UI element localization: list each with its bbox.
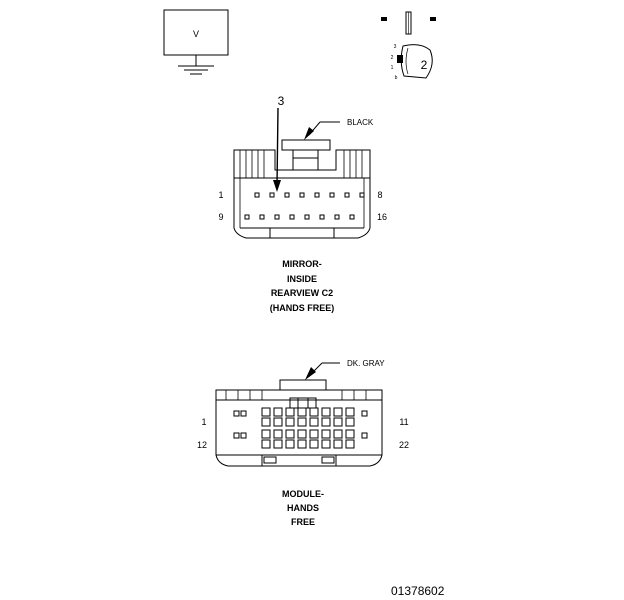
pin-cavity — [269, 192, 275, 198]
probe-assembly: 2 3 2 1 b — [381, 11, 436, 81]
probe-tip-left — [381, 17, 387, 21]
pin-cavity — [285, 429, 295, 439]
pin-cavity — [345, 407, 355, 417]
pin-cavity — [334, 214, 340, 220]
pin-cavity — [259, 214, 265, 220]
pin-cavity — [285, 439, 295, 449]
color-callout-arrowhead — [305, 367, 316, 380]
pin-cavity — [321, 417, 331, 427]
probe-tip-right — [430, 17, 436, 21]
pin-cavity — [285, 407, 295, 417]
pointer-arrowhead — [273, 180, 281, 192]
pin-cavity — [349, 214, 355, 220]
connector-c2: 3 BLACK — [218, 94, 387, 313]
locking-tab — [279, 379, 327, 391]
pin-cavity — [345, 417, 355, 427]
pin-cavity — [333, 407, 343, 417]
probe-pin-mark: 1 — [391, 65, 394, 71]
pin-cavity — [319, 214, 325, 220]
pin-cavity — [240, 410, 247, 417]
meter-display: V — [193, 29, 199, 39]
pin-label-bottom-left: 9 — [218, 212, 223, 222]
caption-line: FREE — [291, 517, 315, 527]
pin-cavity — [344, 192, 350, 198]
connector-color: DK. GRAY — [347, 359, 385, 368]
pin-cavity — [261, 439, 271, 449]
pin-cavity — [261, 429, 271, 439]
pin-cavity — [273, 417, 283, 427]
pin-cavity — [333, 439, 343, 449]
probe-pin-mark: 3 — [394, 44, 397, 50]
figure-id: 01378602 — [391, 584, 445, 598]
pin-label-top-right: 8 — [377, 190, 382, 200]
pin-cavity — [261, 417, 271, 427]
pin-cavity — [304, 214, 310, 220]
pin-label-bottom-right: 22 — [399, 440, 409, 450]
pin-cavity — [273, 407, 283, 417]
caption-line: MODULE- — [282, 489, 324, 499]
pin-cavity — [309, 407, 319, 417]
probe-pin-mark: b — [395, 75, 398, 81]
pin-cavity — [297, 417, 307, 427]
probe-number: 2 — [421, 58, 428, 72]
pin-cavity — [333, 429, 343, 439]
pin-cavity — [314, 192, 320, 198]
probe-contact — [397, 55, 403, 63]
caption-line: INSIDE — [287, 274, 317, 284]
pin-cavity — [289, 214, 295, 220]
pin-cavity — [309, 439, 319, 449]
pin-cavity — [274, 214, 280, 220]
pin-cavity — [309, 417, 319, 427]
caption-line: REARVIEW C2 — [271, 288, 333, 298]
pin-cavity — [240, 432, 247, 439]
pin-cavity — [285, 417, 295, 427]
locking-tab — [281, 139, 331, 151]
pin-cavity — [321, 439, 331, 449]
pin-label-top-left: 1 — [201, 417, 206, 427]
pin-cavity — [261, 407, 271, 417]
pin-cavity — [361, 432, 368, 439]
pin-cavity — [297, 429, 307, 439]
pin-cavity — [273, 439, 283, 449]
pin-label-bottom-right: 16 — [377, 212, 387, 222]
module-housing — [215, 389, 383, 467]
pin-cavity — [297, 407, 307, 417]
pin-grid-bottom — [261, 429, 355, 449]
pin-cavity — [321, 407, 331, 417]
c2-housing — [233, 149, 371, 239]
color-callout-arrowhead — [304, 127, 314, 140]
pin-cavity — [359, 192, 365, 198]
caption-line: HANDS — [287, 503, 319, 513]
pin-cavity — [329, 192, 335, 198]
pin-label-top-right: 11 — [399, 417, 408, 427]
caption-line: (HANDS FREE) — [270, 303, 335, 313]
probe-pin-mark: 2 — [391, 55, 394, 61]
multimeter: V — [163, 9, 229, 75]
pin-grid-top — [261, 407, 355, 427]
caption-line: MIRROR- — [282, 259, 322, 269]
pin-cavity — [254, 192, 260, 198]
pin-cavity — [309, 429, 319, 439]
pointer-number: 3 — [278, 94, 285, 108]
pin-cavity — [321, 429, 331, 439]
pin-label-top-left: 1 — [218, 190, 223, 200]
pin-cavity — [244, 214, 250, 220]
pin-cavity — [297, 439, 307, 449]
pin-cavity — [299, 192, 305, 198]
pin-cavity — [273, 429, 283, 439]
pointer-arrow-shaft — [276, 107, 279, 187]
connector-module: DK. GRAY — [197, 359, 409, 527]
pin-cavity — [284, 192, 290, 198]
pin-cavity — [333, 417, 343, 427]
pin-cavity — [345, 439, 355, 449]
pin-cavity — [361, 410, 368, 417]
pin-cavity — [233, 432, 240, 439]
connector-color: BLACK — [347, 118, 374, 127]
pin-cavity — [345, 429, 355, 439]
pin-cavity — [233, 410, 240, 417]
pin-label-bottom-left: 12 — [197, 440, 207, 450]
